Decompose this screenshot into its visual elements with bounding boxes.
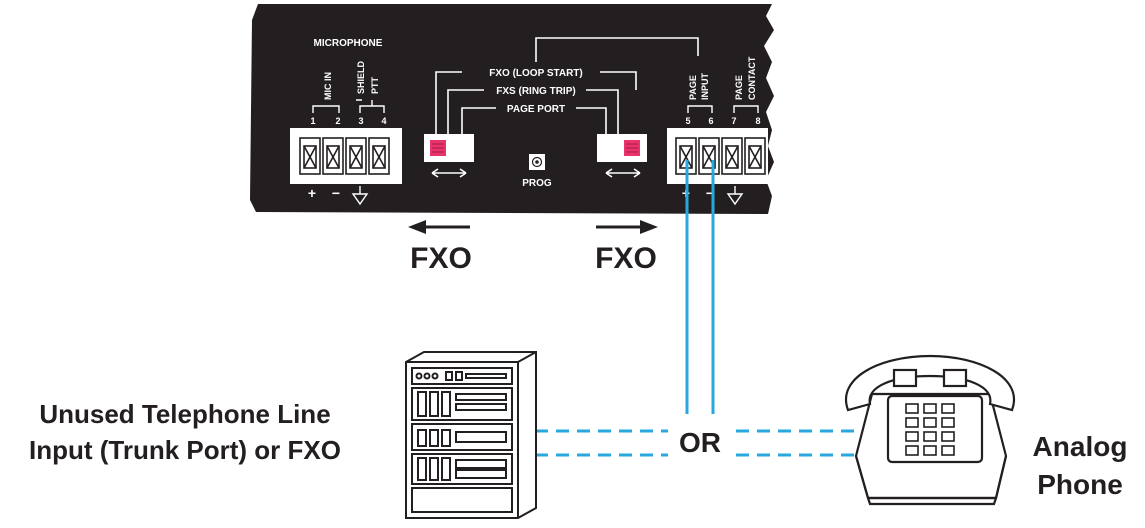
fxs-bracket — [447, 89, 619, 134]
pin-8: 8 — [755, 116, 760, 126]
pin-2: 2 — [335, 116, 340, 126]
page-input-bracket — [687, 105, 713, 113]
microphone-title: MICROPHONE — [314, 38, 383, 49]
analog-phone-icon — [845, 354, 1015, 506]
page-port-label: PAGE PORT — [507, 104, 565, 115]
pin-5: 5 — [685, 116, 690, 126]
equipment-rack-icon — [405, 351, 537, 519]
page-contact-bracket — [733, 105, 759, 113]
left-arrow-icon — [408, 220, 470, 234]
pin-6: 6 — [708, 116, 713, 126]
page-contact-label-2: CONTACT — [747, 56, 757, 100]
left-caption: Unused Telephone Line Input (Trunk Port)… — [0, 396, 370, 468]
fxo-loop-start-label: FXO (LOOP START) — [489, 68, 583, 79]
left-fxo-label: FXO — [410, 242, 472, 275]
left-slide-switch[interactable] — [424, 134, 474, 162]
left-caption-line2: Input (Trunk Port) or FXO — [29, 435, 341, 465]
prog-button[interactable] — [529, 154, 545, 170]
right-arrow-icon — [596, 220, 658, 234]
right-fxo-label: FXO — [595, 242, 657, 275]
right-caption-line1: Analog — [1032, 431, 1128, 462]
pin-3: 3 — [358, 116, 363, 126]
page-input-label-1: PAGE — [688, 75, 698, 100]
page-ground-icon — [726, 186, 744, 206]
page-input-top-bracket — [535, 37, 699, 62]
pin-7: 7 — [731, 116, 736, 126]
ptt-bracket — [356, 99, 385, 113]
page-port-bracket — [461, 107, 607, 134]
shield-label: SHIELD — [356, 60, 366, 94]
left-caption-line1: Unused Telephone Line — [39, 399, 331, 429]
fxs-ring-trip-label: FXS (RING TRIP) — [496, 86, 575, 97]
fxo-bracket — [435, 71, 637, 134]
pin-1: 1 — [310, 116, 315, 126]
page-input-label-2: INPUT — [700, 72, 710, 100]
page-minus: − — [706, 185, 714, 201]
page-terminal-block — [667, 128, 768, 184]
right-switch-arrow-icon — [605, 168, 641, 178]
mic-ground-icon — [351, 186, 369, 206]
mic-in-bracket — [312, 105, 340, 113]
ptt-label: PTT — [370, 76, 380, 94]
or-label: OR — [679, 427, 721, 458]
mic-plus: + — [308, 185, 316, 201]
left-switch-arrow-icon — [431, 168, 467, 178]
page-contact-label-1: PAGE — [734, 75, 744, 100]
prog-label: PROG — [522, 178, 552, 189]
pin-4: 4 — [381, 116, 386, 126]
right-caption: Analog Phone — [1020, 428, 1140, 504]
right-caption-line2: Phone — [1037, 469, 1123, 500]
right-slide-switch[interactable] — [597, 134, 647, 162]
mic-in-label: MIC IN — [323, 72, 333, 100]
mic-terminal-block — [290, 128, 402, 184]
mic-minus: − — [332, 185, 340, 201]
